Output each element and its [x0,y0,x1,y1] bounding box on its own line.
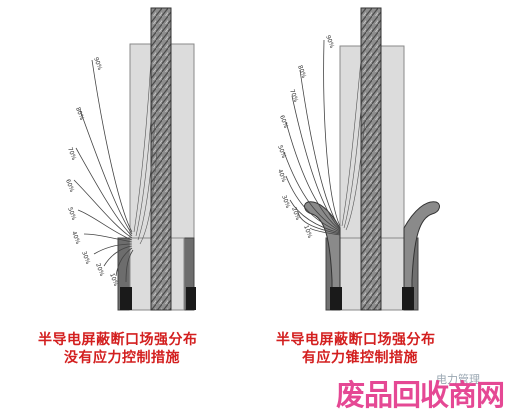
right-stress-cone-right [403,201,440,311]
left-label-90: 90% [92,56,103,71]
left-caption-line2: 没有应力控制措施 [64,350,180,366]
right-field-lines [283,39,341,236]
right-label-70: 70% [288,88,299,103]
left-label-10: 10% [108,272,119,287]
left-field-lines [73,59,134,283]
right-stress-cone-left [304,201,341,311]
right-field-lines-inner [341,59,366,231]
left-shield-foot-right [186,287,196,310]
right-label-60: 60% [278,114,289,129]
right-caption-line2: 有应力锥控制措施 [302,350,418,366]
left-caption-line1: 半导电屏蔽断口场强分布 [38,332,198,348]
right-label-10: 10% [302,224,313,239]
right-pct-labels: 90% 80% 70% 60% 50% 40% 30% 20% 10% [276,34,335,239]
right-label-20: 20% [290,206,301,221]
left-label-40: 40% [70,230,81,245]
left-label-30: 30% [80,250,91,265]
right-figure: 90% 80% 70% 60% 50% 40% 30% 20% 10% [276,7,440,311]
left-label-60: 60% [64,178,75,193]
right-label-90: 90% [324,34,335,49]
right-label-30: 30% [280,194,291,209]
right-shield-foot-left [330,287,342,310]
right-label-80: 80% [296,64,307,79]
left-conductor [150,7,172,311]
right-shield-foot-right [402,287,414,310]
left-label-70: 70% [66,146,77,161]
left-label-20: 20% [94,262,105,277]
left-pct-labels: 90% 80% 70% 60% 50% 40% 30% 20% 10% [64,56,119,287]
watermark-main-text: 废品回收商网 [336,378,505,412]
right-label-50: 50% [276,144,287,159]
left-label-80: 80% [74,106,85,121]
watermark-small-text: 电力管理 [436,373,480,386]
left-label-50: 50% [66,206,77,221]
right-caption-line1: 半导电屏蔽断口场强分布 [276,332,436,348]
right-label-40: 40% [276,168,287,183]
left-field-lines-inner [133,59,158,245]
left-figure: 90% 80% 70% 60% 50% 40% 30% 20% 10% [64,7,196,311]
right-conductor [360,7,382,311]
left-shield-foot-left [120,287,132,310]
